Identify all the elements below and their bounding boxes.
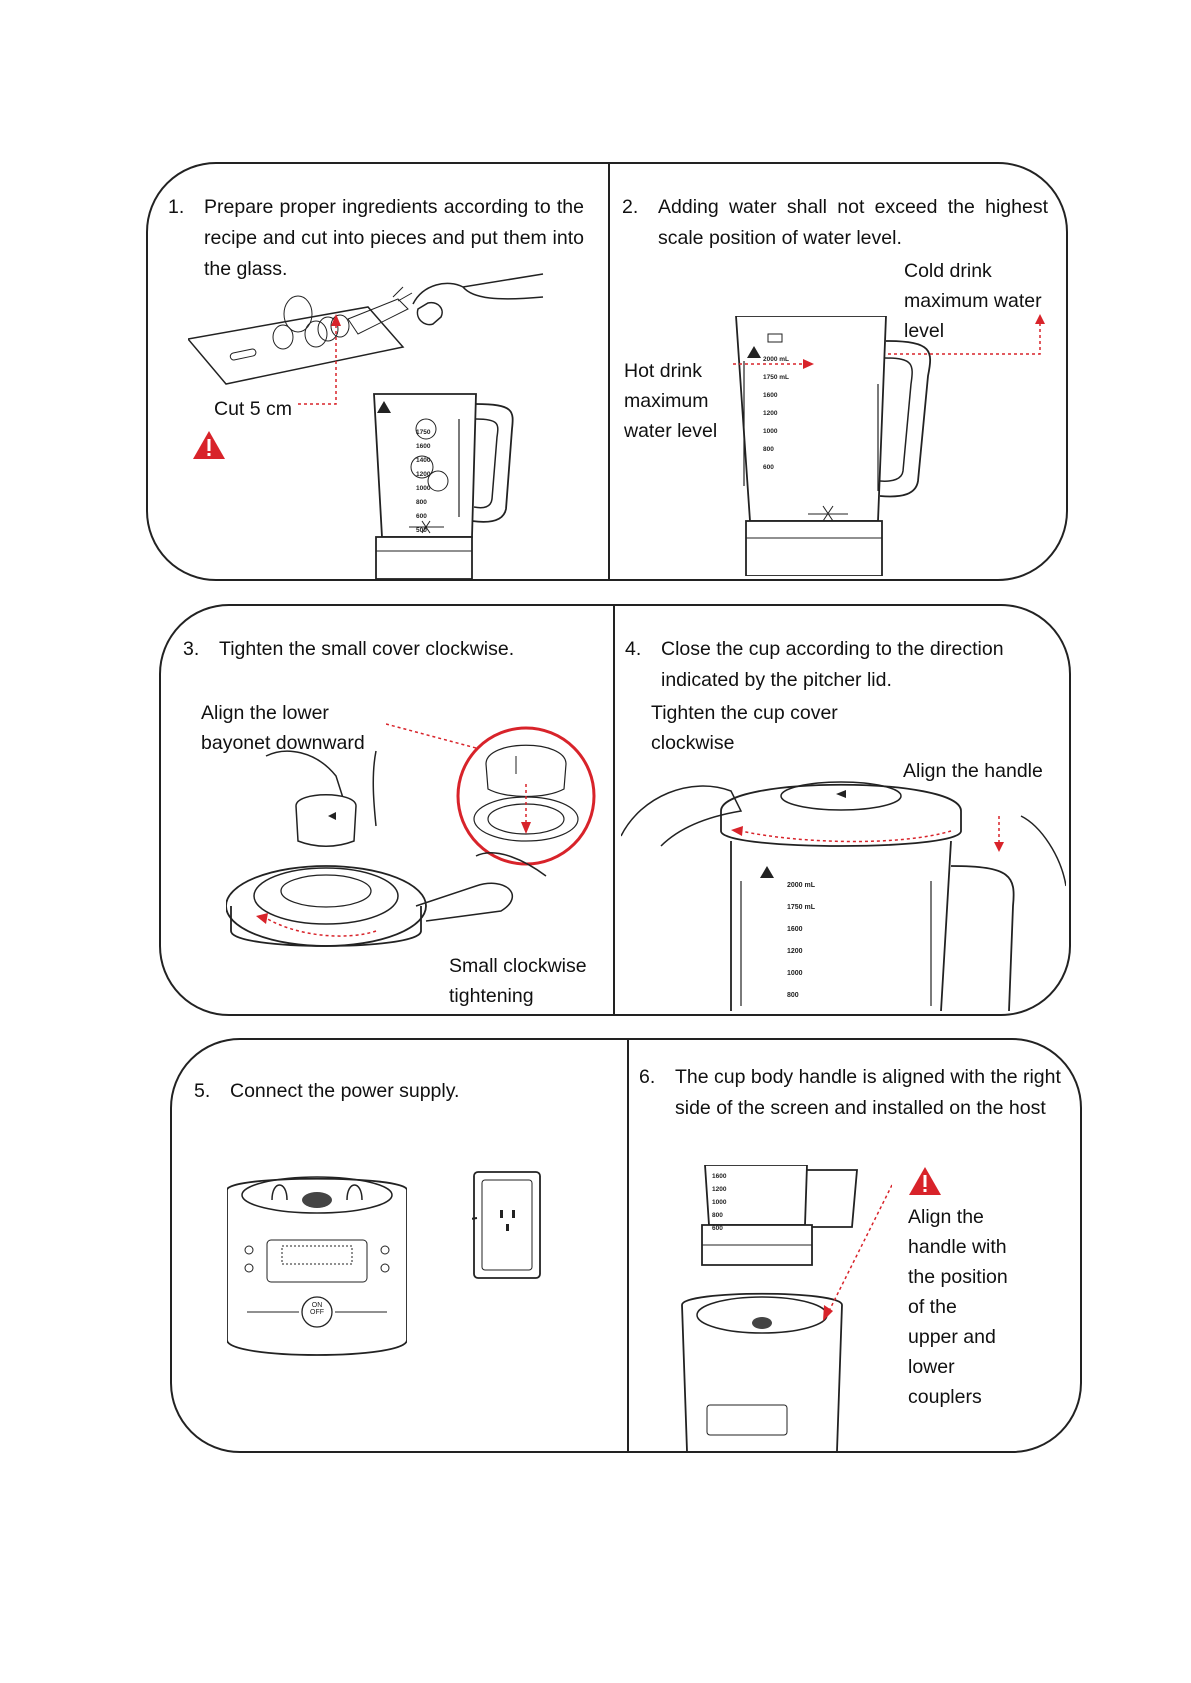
step-number: 6.	[639, 1066, 656, 1088]
step-number: 2.	[622, 196, 639, 218]
step-number: 3.	[183, 638, 200, 660]
warning-triangle-icon	[193, 431, 225, 459]
cold-drink-label: Cold drink maximum water level	[904, 260, 1042, 342]
cut-pointer	[298, 314, 341, 405]
small-clockwise-label: Small clockwise tightening	[449, 955, 587, 1007]
instruction-panel-2: 3. Tighten the small cover clockwise. Al…	[159, 604, 1071, 1016]
align-handle-label: Align the handle	[903, 760, 1043, 782]
on-off-button-label: ON OFF	[310, 1302, 324, 1316]
step-text: The cup body handle is aligned with the …	[675, 1066, 1061, 1119]
scale-mark: 1750 mL	[763, 374, 790, 381]
step-text: Close the cup according to the direction…	[661, 638, 1004, 691]
pitcher-illustration	[735, 316, 931, 576]
step-3: 3. Tighten the small cover clockwise.	[183, 634, 603, 665]
panel-divider	[627, 1040, 629, 1451]
scale-mark: 1000	[416, 485, 431, 492]
scale-mark: 1000	[763, 428, 778, 435]
scale-mark: 500	[416, 527, 427, 534]
scale-mark: 1000	[712, 1199, 727, 1206]
step-5: 5. Connect the power supply.	[194, 1076, 614, 1107]
scale-mark: 1600	[763, 392, 778, 399]
scale-mark: 600	[416, 513, 427, 520]
scale-mark: 2000 mL	[763, 356, 790, 363]
blender-base-illustration	[227, 1176, 407, 1356]
scale-mark: 1200	[787, 948, 803, 955]
scale-mark: 800	[763, 446, 774, 453]
scale-mark: 800	[416, 499, 427, 506]
scale-mark: 1600	[416, 443, 431, 450]
pitcher-scale: 1750 1600 1400 1200 1000 800 600 500	[416, 426, 430, 538]
panel-divider	[608, 164, 610, 579]
panel-divider	[613, 606, 615, 1014]
scale-mark: 800	[787, 992, 799, 999]
scale-mark: 1200	[712, 1186, 727, 1193]
scale-mark: 1600	[787, 926, 803, 933]
scale-mark: 1000	[787, 970, 803, 977]
scale-mark: 600	[763, 464, 774, 471]
step-4: 4. Close the cup according to the direct…	[625, 634, 1061, 696]
cutting-board-illustration	[188, 286, 413, 385]
step-6: 6. The cup body handle is aligned with t…	[639, 1062, 1067, 1124]
instruction-panel-1: 1. Prepare proper ingredients according …	[146, 162, 1068, 581]
tighten-cover-label: Tighten the cup cover clockwise	[651, 702, 838, 754]
wall-outlet-illustration	[472, 1171, 541, 1279]
step-number: 1.	[168, 196, 185, 218]
scale-mark: 1750	[416, 429, 431, 436]
hand-illustration	[412, 273, 544, 326]
scale-mark: 1600	[712, 1173, 727, 1180]
pitcher-scale: 1600 1200 1000 800 600	[712, 1170, 726, 1235]
scale-mark: 2000 mL	[787, 882, 816, 889]
scale-mark: 1400	[416, 457, 431, 464]
pitcher-illustration	[373, 393, 514, 579]
zoom-detail-illustration	[386, 723, 596, 866]
step-text: Connect the power supply.	[230, 1080, 460, 1102]
water-level-pointers	[733, 314, 1045, 369]
scale-mark: 600	[712, 1225, 723, 1232]
step-1: 1. Prepare proper ingredients according …	[168, 192, 584, 285]
scale-mark: 1200	[416, 471, 431, 478]
step-number: 4.	[625, 638, 642, 660]
step-text: Prepare proper ingredients according to …	[204, 196, 584, 280]
step-text: Tighten the small cover clockwise.	[219, 638, 515, 660]
pitcher-scale: 2000 mL 1750 mL 1600 1200 1000 800	[787, 875, 815, 1007]
pitcher-on-base-illustration	[681, 1165, 892, 1451]
instruction-panel-3: 5. Connect the power supply. ON OFF 6. T…	[170, 1038, 1082, 1453]
step-number: 5.	[194, 1080, 211, 1102]
step-2: 2. Adding water shall not exceed the hig…	[622, 192, 1048, 254]
align-bayonet-label: Align the lower bayonet downward	[201, 702, 365, 754]
scale-mark: 1200	[763, 410, 778, 417]
cut-label: Cut 5 cm	[214, 398, 293, 420]
scale-mark: 1750 mL	[787, 904, 816, 911]
small-cover-illustration	[226, 750, 547, 947]
align-couplers-label: Align the handle with the position of th…	[908, 1206, 1008, 1408]
step-text: Adding water shall not exceed the highes…	[658, 196, 1048, 249]
pitcher-scale: 2000 mL 1750 mL 1600 1200 1000 800 600	[763, 351, 789, 477]
hot-drink-label: Hot drink maximum water level	[624, 360, 718, 442]
scale-mark: 800	[712, 1212, 723, 1219]
warning-triangle-icon	[909, 1167, 941, 1195]
pitcher-lid-illustration	[621, 781, 1066, 1011]
